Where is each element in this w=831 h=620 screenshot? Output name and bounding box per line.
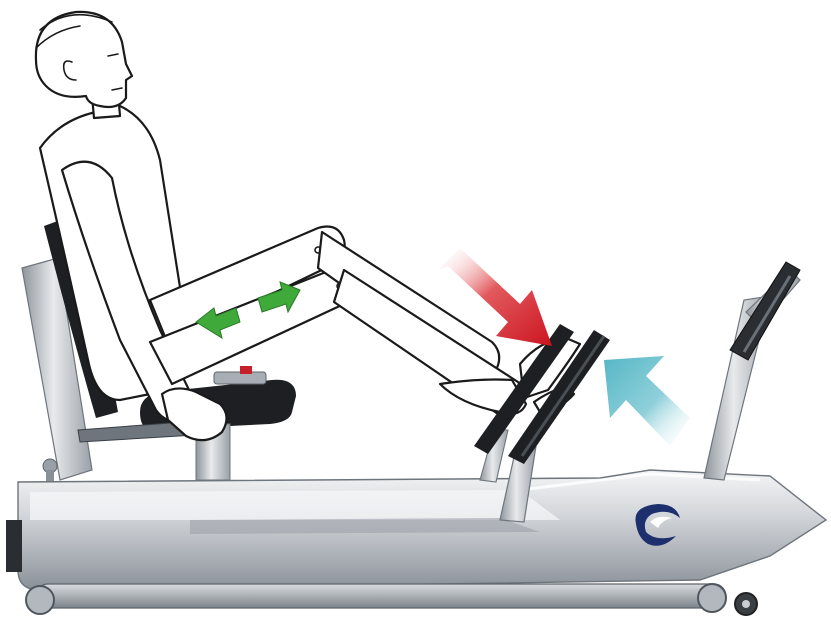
head <box>36 12 132 107</box>
cyan-arrow-icon <box>604 356 690 446</box>
rear-wheel <box>26 586 54 614</box>
front-wheel <box>698 584 726 612</box>
floor-rail <box>36 584 726 608</box>
person-figure <box>36 12 580 440</box>
